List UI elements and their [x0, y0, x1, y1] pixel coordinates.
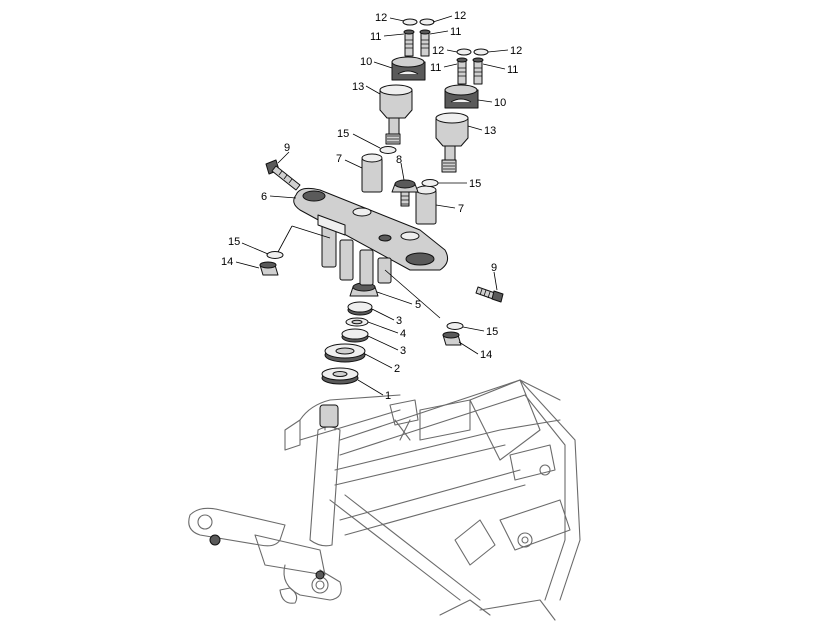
callout-11: 11 [430, 62, 441, 74]
callout-9: 9 [284, 142, 290, 154]
callout-7: 7 [458, 203, 464, 215]
callout-11: 11 [370, 31, 381, 43]
callout-4: 4 [400, 328, 406, 340]
callout-1: 1 [385, 390, 391, 402]
upper-triple-clamp [293, 187, 449, 286]
callout-labels: 12 12 11 11 12 12 11 11 10 10 13 13 15 1… [221, 10, 522, 402]
callout-12: 12 [432, 45, 444, 57]
callout-15: 15 [469, 178, 481, 190]
callout-12: 12 [454, 10, 466, 22]
riser-bolts-and-caps [402, 18, 489, 85]
callout-15: 15 [486, 326, 498, 338]
callout-13: 13 [352, 81, 364, 93]
callout-15: 15 [337, 128, 349, 140]
callout-10: 10 [494, 97, 506, 109]
callout-11: 11 [507, 64, 518, 76]
callout-3: 3 [396, 315, 402, 327]
callout-5: 5 [415, 299, 421, 311]
callout-11: 11 [450, 26, 461, 38]
callout-8: 8 [396, 154, 402, 166]
washers-and-nuts [259, 146, 464, 346]
callout-14: 14 [221, 256, 233, 268]
leader-lines [235, 15, 509, 396]
steering-bearing-stack [321, 282, 379, 385]
callout-15: 15 [228, 236, 240, 248]
handlebar-risers [379, 56, 479, 173]
callout-9: 9 [491, 262, 497, 274]
callout-10: 10 [360, 56, 372, 68]
spacers-and-nut [361, 153, 437, 225]
callout-12: 12 [375, 12, 387, 24]
callout-13: 13 [484, 125, 496, 137]
clamp-bolts [265, 159, 504, 303]
callout-12: 12 [510, 45, 522, 57]
callout-2: 2 [394, 363, 400, 375]
motorcycle-frame [188, 379, 581, 621]
callout-6: 6 [261, 191, 267, 203]
callout-3: 3 [400, 345, 406, 357]
callout-7: 7 [336, 153, 342, 165]
callout-14: 14 [480, 349, 492, 361]
